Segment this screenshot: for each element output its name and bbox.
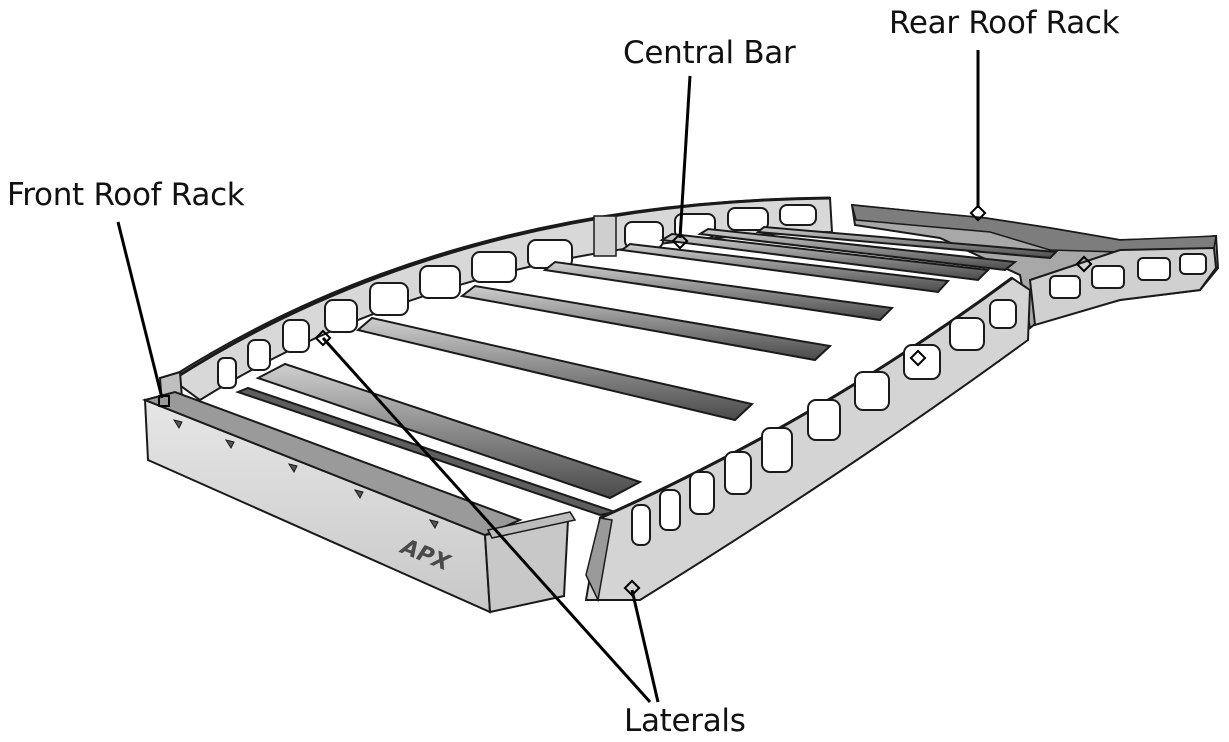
label-central-bar: Central Bar <box>623 35 796 71</box>
leader-central-bar <box>678 75 692 239</box>
front-lateral <box>584 276 1032 603</box>
crossbars <box>235 225 1059 517</box>
label-rear-roof-rack: Rear Roof Rack <box>889 5 1120 41</box>
leader-front-roof-rack <box>116 221 164 399</box>
leader-laterals-left <box>321 336 652 704</box>
label-front-roof-rack: Front Roof Rack <box>7 177 245 213</box>
target-markers <box>158 204 1093 597</box>
front-roof-rack: APX <box>141 370 577 614</box>
leader-laterals-right <box>630 589 660 703</box>
rear-roof-rack <box>850 203 1220 330</box>
label-laterals: Laterals <box>624 703 746 739</box>
back-lateral <box>168 196 834 402</box>
leader-lines <box>116 50 980 704</box>
